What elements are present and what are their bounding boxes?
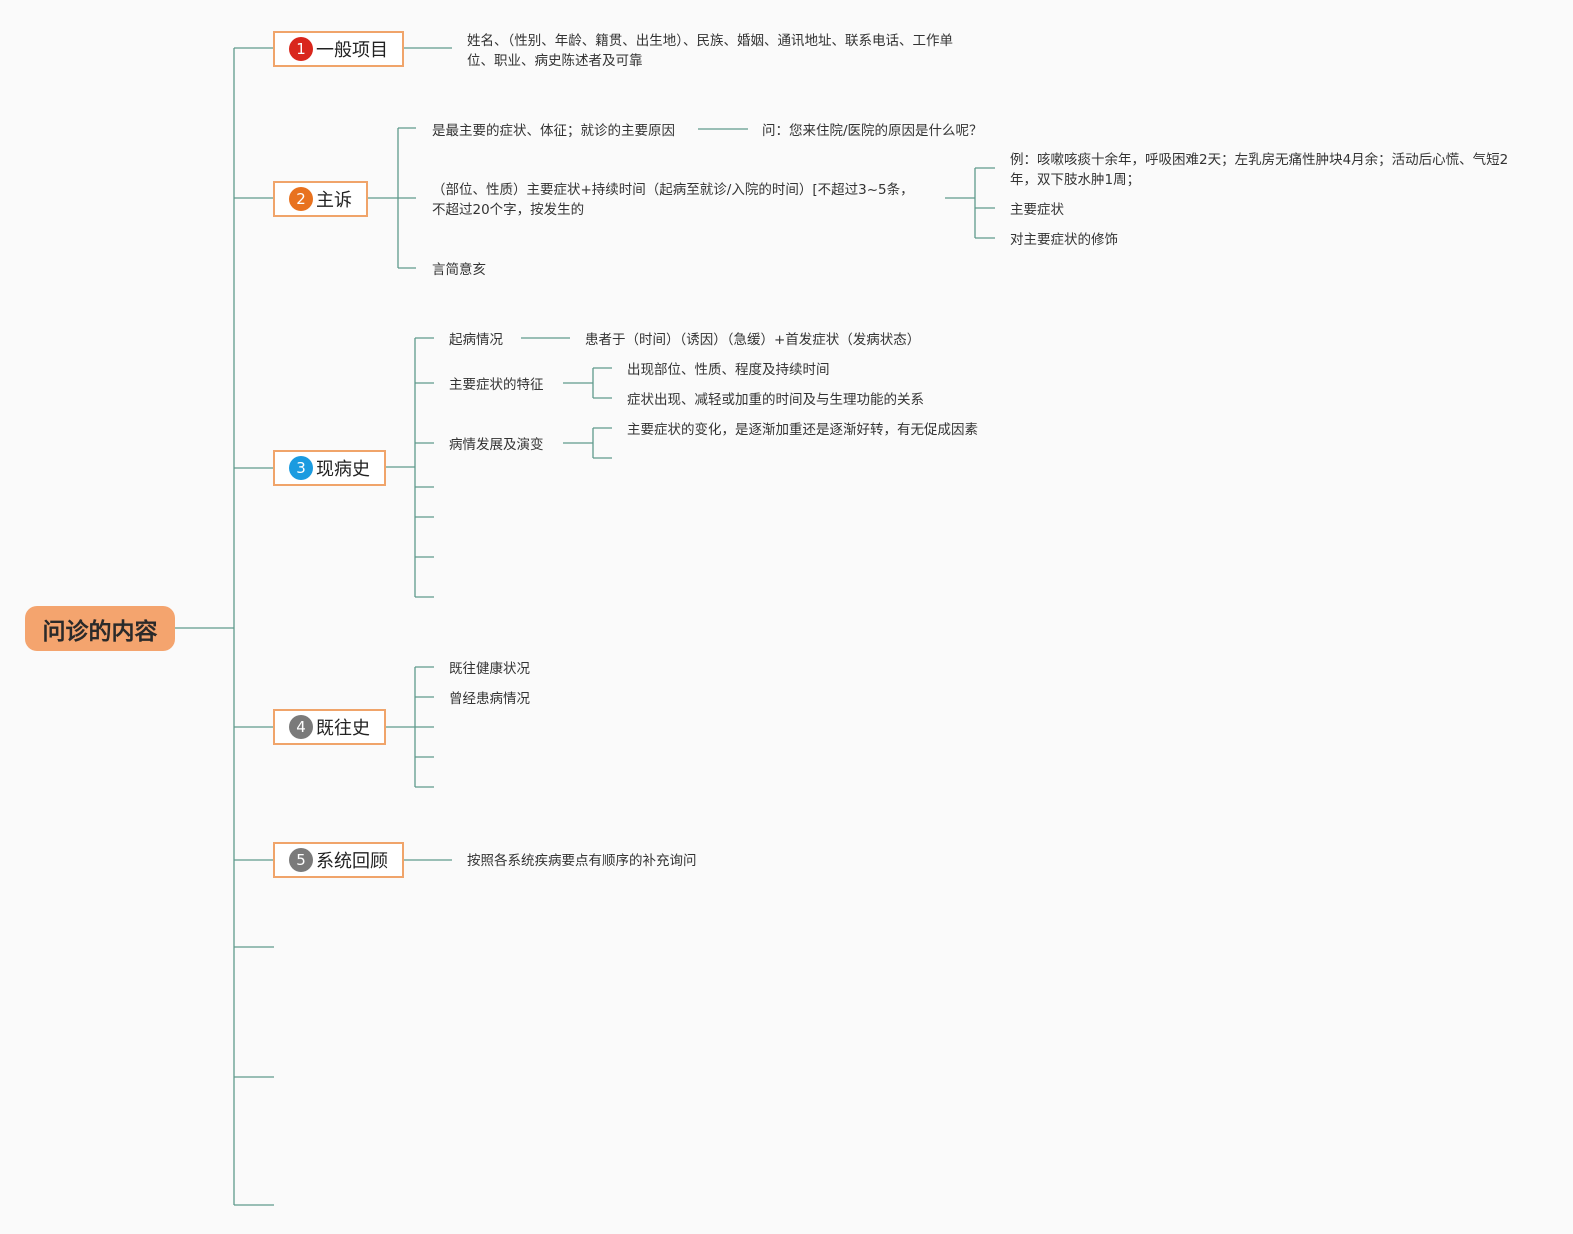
complaint-definition[interactable]: 是最主要的症状、体征；就诊的主要原因 xyxy=(432,123,675,139)
present-onset-detail[interactable]: 患者于（时间）（诱因）（急缓）+首发症状（发病状态） xyxy=(585,332,921,348)
complaint-main-symptom[interactable]: 主要症状 xyxy=(1010,202,1064,218)
root-topic[interactable]: 问诊的内容 xyxy=(25,606,175,651)
complaint-symptom-modifier[interactable]: 对主要症状的修饰 xyxy=(1010,232,1118,248)
branch-system-review[interactable]: 5 系统回顾 xyxy=(273,842,404,878)
present-feature-location[interactable]: 出现部位、性质、程度及持续时间 xyxy=(627,362,830,378)
branch-general[interactable]: 1 一般项目 xyxy=(273,31,404,67)
complaint-question[interactable]: 问：您来住院/医院的原因是什么呢？ xyxy=(762,123,983,139)
branch-past-history[interactable]: 4 既往史 xyxy=(273,709,386,745)
complaint-format[interactable]: （部位、性质）主要症状+持续时间（起病至就诊/入院的时间）[不超过3~5条，不超… xyxy=(432,182,914,218)
complaint-example[interactable]: 例：咳嗽咳痰十余年，呼吸困难2天；左乳房无痛性肿块4月余；活动后心慌、气短2年，… xyxy=(1010,152,1509,188)
present-feature-timing[interactable]: 症状出现、减轻或加重的时间及与生理功能的关系 xyxy=(627,392,924,408)
branch-present-illness[interactable]: 3 现病史 xyxy=(273,450,386,486)
present-course-detail[interactable]: 主要症状的变化，是逐渐加重还是逐渐好转，有无促成因素 xyxy=(627,422,978,438)
number-5-icon: 5 xyxy=(289,848,313,872)
branch-label: 主诉 xyxy=(316,190,352,211)
branch-label: 一般项目 xyxy=(316,40,388,61)
complaint-concise[interactable]: 言简意亥 xyxy=(432,262,486,278)
review-text[interactable]: 按照各系统疾病要点有顺序的补充询问 xyxy=(467,853,697,869)
number-1-icon: 1 xyxy=(289,37,313,61)
past-illnesses[interactable]: 曾经患病情况 xyxy=(449,691,530,707)
number-4-icon: 4 xyxy=(289,715,313,739)
branch-label: 系统回顾 xyxy=(316,851,388,872)
present-course[interactable]: 病情发展及演变 xyxy=(449,437,544,453)
past-health-status[interactable]: 既往健康状况 xyxy=(449,661,530,677)
present-onset[interactable]: 起病情况 xyxy=(449,332,503,348)
general-items-text[interactable]: 姓名、（性别、年龄、籍贯、出生地）、民族、婚姻、通讯地址、联系电话、工作单位、职… xyxy=(467,33,953,69)
number-3-icon: 3 xyxy=(289,456,313,480)
branch-label: 现病史 xyxy=(316,459,370,480)
branch-label: 既往史 xyxy=(316,718,370,739)
branch-chief-complaint[interactable]: 2 主诉 xyxy=(273,181,368,217)
number-2-icon: 2 xyxy=(289,187,313,211)
present-features[interactable]: 主要症状的特征 xyxy=(449,377,544,393)
